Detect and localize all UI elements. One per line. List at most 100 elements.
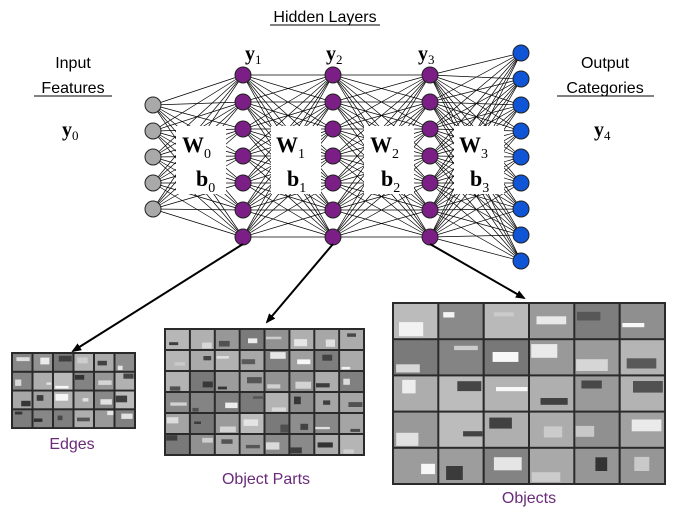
- label-y4: y4: [594, 119, 611, 143]
- filter-pattern: [295, 381, 312, 389]
- input-node: [144, 200, 162, 218]
- filter-pattern: [280, 424, 289, 433]
- filter-pattern: [247, 377, 262, 384]
- filter-pattern: [575, 425, 595, 437]
- filter-pattern: [396, 432, 419, 446]
- output-node: [512, 148, 530, 166]
- connection-edge: [429, 182, 522, 262]
- filter-pattern: [443, 312, 455, 318]
- filter-pattern: [493, 312, 514, 317]
- filter-pattern: [343, 449, 354, 454]
- output-node: [512, 226, 530, 244]
- output-node: [512, 252, 530, 270]
- filter-pattern: [489, 417, 512, 429]
- filter-tile: [340, 330, 363, 349]
- filter-tile: [190, 393, 214, 412]
- filter-tile: [240, 435, 264, 454]
- filter-pattern: [241, 359, 256, 365]
- filter-pattern: [57, 415, 63, 421]
- filter-pattern: [115, 395, 128, 403]
- filter-tile: [620, 304, 664, 339]
- connection-edge: [429, 52, 522, 103]
- filter-pattern: [219, 426, 236, 433]
- connection-edge: [332, 74, 431, 103]
- filter-pattern: [121, 413, 133, 419]
- filter-pattern: [343, 378, 350, 385]
- filter-pattern: [174, 362, 185, 366]
- hidden-1-node: [234, 147, 252, 165]
- filter-pattern: [457, 381, 482, 392]
- edges-filter-panel: [11, 352, 136, 429]
- connection-edge: [429, 182, 522, 236]
- filter-pattern: [55, 385, 69, 389]
- weight-w1: W1: [276, 132, 305, 162]
- filter-tile: [33, 410, 52, 428]
- connection-edge: [242, 74, 334, 103]
- hidden-3-node: [421, 66, 439, 84]
- filter-pattern: [40, 357, 50, 365]
- connection-edge: [429, 182, 522, 210]
- connection-edge: [429, 52, 522, 130]
- filter-pattern: [33, 418, 43, 422]
- filter-pattern: [216, 356, 229, 359]
- connection-edge: [152, 208, 244, 238]
- filter-tile: [190, 414, 214, 433]
- filter-pattern: [271, 407, 286, 412]
- filter-tile: [439, 340, 483, 375]
- filter-pattern: [290, 447, 302, 454]
- filter-pattern: [77, 357, 88, 364]
- filter-pattern: [348, 402, 363, 407]
- weight-w3: W3: [459, 132, 488, 162]
- filter-tile: [439, 412, 483, 447]
- output-node: [512, 200, 530, 218]
- hidden-2-node: [324, 93, 342, 111]
- connection-edge: [429, 74, 522, 106]
- connection-edge: [242, 74, 334, 130]
- filter-pattern: [117, 365, 123, 370]
- label-y2: y2: [326, 43, 343, 67]
- filter-pattern: [492, 352, 519, 362]
- connection-edge: [429, 155, 522, 236]
- filter-pattern: [46, 382, 52, 385]
- connection-edge: [332, 74, 431, 157]
- filter-pattern: [202, 342, 212, 349]
- filter-pattern: [323, 400, 331, 405]
- connection-edge: [429, 101, 522, 106]
- filter-pattern: [531, 472, 561, 482]
- filter-pattern: [446, 466, 463, 480]
- filter-tile: [166, 414, 189, 433]
- filter-pattern: [97, 360, 107, 366]
- filter-pattern: [221, 439, 233, 444]
- filter-tile: [315, 414, 339, 433]
- filter-tile: [54, 372, 73, 390]
- connection-edge: [429, 234, 522, 238]
- label-y1: y1: [245, 43, 262, 67]
- hidden-1-node: [234, 228, 252, 246]
- input-label-line1: Input: [55, 55, 91, 72]
- filter-pattern: [203, 356, 212, 361]
- connection-edge: [429, 156, 522, 238]
- filter-pattern: [576, 311, 601, 321]
- filter-pattern: [402, 379, 416, 394]
- filter-pattern: [350, 428, 361, 432]
- output-node: [512, 122, 530, 140]
- connection-edge: [429, 128, 522, 262]
- filter-pattern: [15, 411, 23, 415]
- filter-pattern: [245, 444, 260, 449]
- hidden-3-node: [421, 147, 439, 165]
- filter-pattern: [55, 394, 69, 401]
- hidden-layers-title: Hidden Layers: [273, 9, 376, 26]
- connection-edge: [429, 208, 522, 238]
- output-node: [512, 96, 530, 114]
- filter-pattern: [297, 359, 311, 365]
- filter-pattern: [294, 339, 308, 347]
- filter-pattern: [595, 457, 608, 471]
- filter-pattern: [626, 358, 657, 369]
- filter-pattern: [265, 442, 280, 450]
- filter-pattern: [169, 342, 179, 346]
- connection-edge: [429, 236, 522, 262]
- filter-tile: [620, 340, 664, 375]
- filter-pattern: [316, 383, 330, 388]
- filter-tile: [340, 435, 363, 454]
